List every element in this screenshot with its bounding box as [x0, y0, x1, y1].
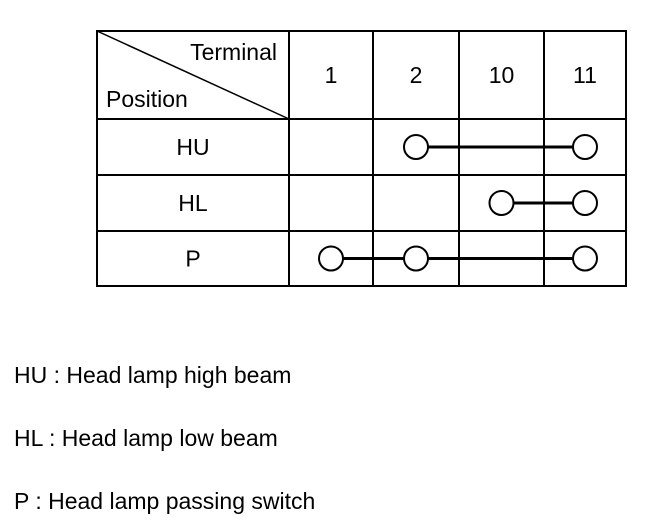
connection-node-p-1	[318, 245, 344, 272]
terminal-header-row: 1 2 10 11	[325, 62, 597, 88]
table-border	[96, 30, 627, 287]
connection-node-p-2	[403, 245, 429, 272]
terminal-header-1: 1	[325, 62, 338, 88]
legend-item-hu: HU : Head lamp high beam	[14, 362, 292, 388]
connection-node-hl-10	[488, 190, 515, 216]
connection-node-hu-2	[403, 134, 429, 160]
connection-node-hu-11	[572, 134, 598, 160]
terminal-header-10: 10	[489, 62, 515, 88]
legend-item-p: P : Head lamp passing switch	[14, 488, 316, 514]
switch-continuity-table: Terminal Position 1 2 10 11 HU HL P	[96, 30, 627, 287]
corner-label-position: Position	[106, 86, 188, 112]
position-label-hu: HU	[176, 134, 209, 160]
legend-item-hl: HL : Head lamp low beam	[14, 425, 278, 451]
terminal-header-2: 2	[410, 62, 423, 88]
corner-diagonal	[96, 30, 290, 120]
position-label-p: P	[185, 246, 200, 272]
terminal-header-11: 11	[573, 62, 597, 88]
table-grid	[96, 30, 627, 287]
connection-marks	[318, 134, 598, 272]
connection-node-hl-11	[572, 190, 598, 216]
position-column: HU HL P	[176, 134, 209, 272]
corner-label-terminal: Terminal	[190, 39, 277, 65]
connection-node-p-11	[572, 245, 598, 272]
position-label-hl: HL	[178, 190, 208, 216]
